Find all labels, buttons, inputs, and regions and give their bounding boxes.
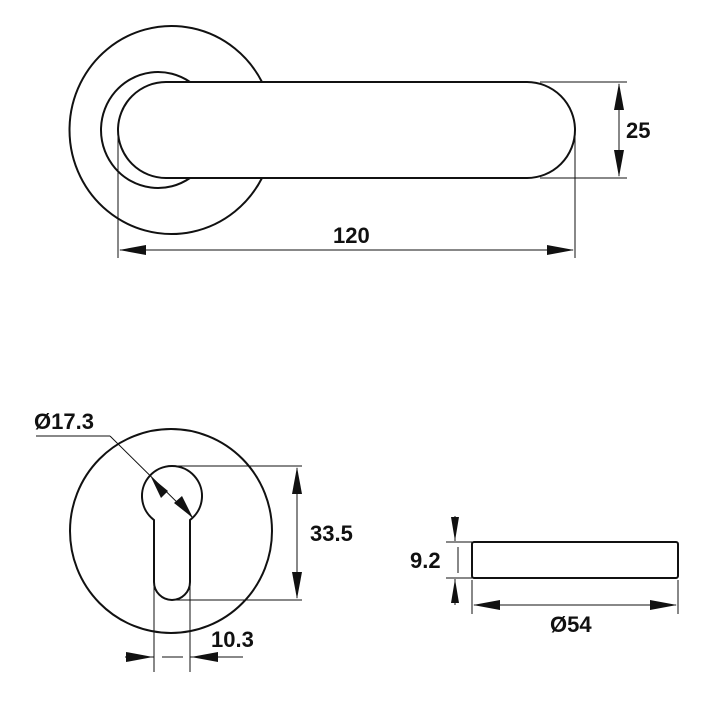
rose-outer-circle: [68, 25, 263, 235]
arrow-head: [451, 517, 459, 541]
dimension-label-thickness: 9.2: [410, 548, 441, 573]
lever-handle: [117, 81, 576, 179]
escutcheon-profile: [471, 541, 679, 579]
dimension-label-length: 120: [333, 223, 370, 248]
handle-view: 25 120: [68, 25, 650, 258]
arrow-head: [451, 579, 459, 603]
arrow-head: [151, 477, 168, 498]
arrow-head: [191, 652, 218, 662]
arrow-head: [126, 652, 153, 662]
dimension-label-diameter: Ø54: [550, 612, 592, 637]
arrow-head: [292, 467, 302, 494]
arrow-head: [547, 245, 574, 255]
dimension-label-keyhole-height: 33.5: [310, 521, 353, 546]
keyhole-outline: [141, 465, 203, 601]
arrow-head: [174, 496, 193, 518]
arrow-head: [614, 150, 624, 177]
escutcheon-side-view: 9.2 Ø54: [410, 516, 679, 637]
arrow-head: [473, 600, 500, 610]
arrow-head: [614, 83, 624, 110]
arrow-head: [292, 572, 302, 599]
dimension-label-keyhole-diameter: Ø17.3: [34, 409, 94, 434]
rose-inner-ring: [100, 71, 191, 189]
arrow-head: [650, 600, 677, 610]
arrow-head: [119, 245, 146, 255]
escutcheon-front-view: Ø17.3 33.5 10.3: [34, 409, 353, 672]
escutcheon-outer-circle: [69, 428, 273, 634]
dimension-label-slot-width: 10.3: [211, 627, 254, 652]
dimension-label-height: 25: [626, 118, 650, 143]
